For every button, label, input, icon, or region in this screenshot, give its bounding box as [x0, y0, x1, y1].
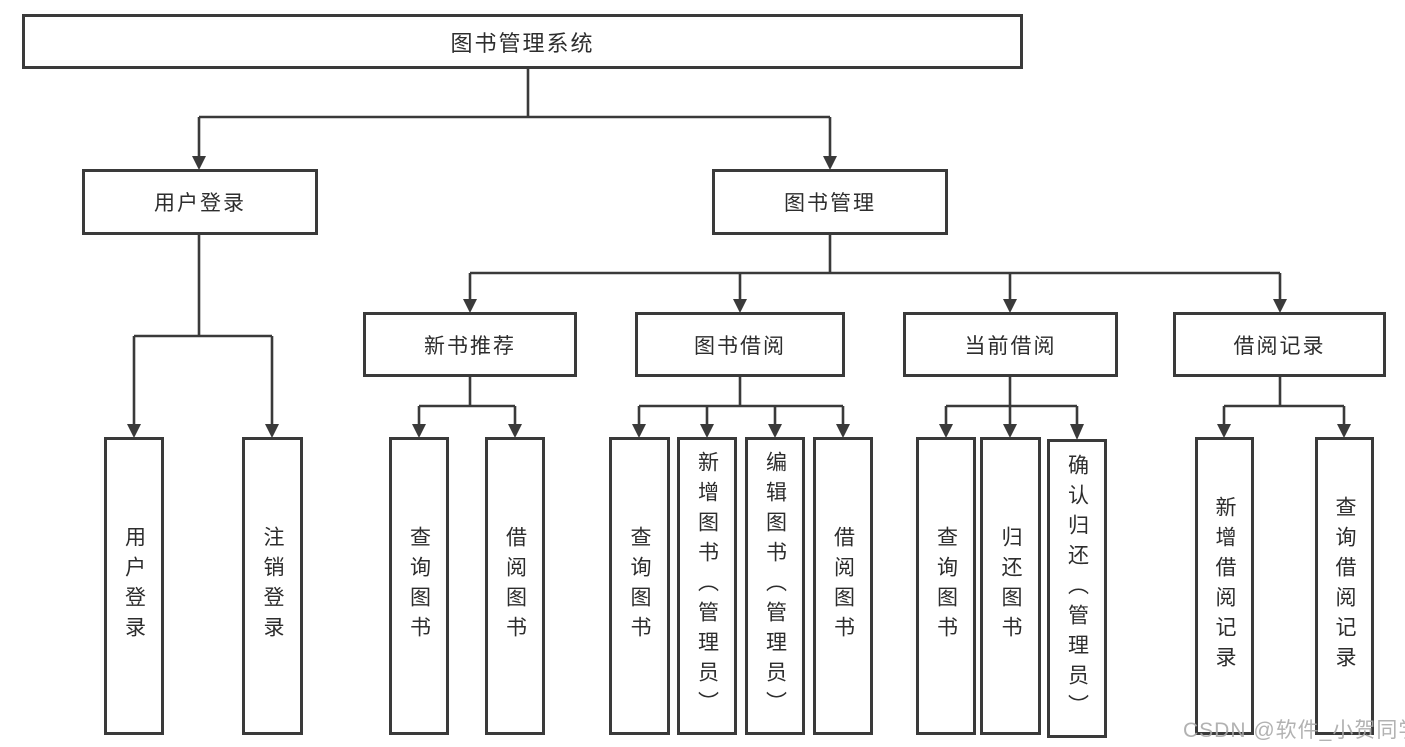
- node-new-book-recommend: 新书推荐: [363, 312, 577, 377]
- leaf-records-add-record-label: 新增借阅记录: [1213, 496, 1236, 676]
- leaf-records-add-record: 新增借阅记录: [1195, 437, 1254, 735]
- leaf-current-query-books-label: 查询图书: [934, 526, 958, 646]
- node-root-label: 图书管理系统: [450, 30, 595, 56]
- leaf-borrow-edit-books-admin-label: 编辑图书（管理员）: [763, 451, 787, 721]
- leaf-current-query-books: 查询图书: [916, 437, 976, 735]
- node-book-borrowing: 图书借阅: [635, 312, 845, 377]
- leaf-records-query-record-label: 查询借阅记录: [1333, 496, 1356, 676]
- leaf-borrow-query-books-label: 查询图书: [628, 526, 651, 646]
- leaf-user-login: 用户登录: [104, 437, 164, 735]
- leaf-borrow-add-books-admin-label: 新增图书（管理员）: [695, 451, 719, 721]
- leaf-logout-label: 注销登录: [261, 526, 284, 646]
- leaf-current-confirm-return-admin: 确认归还（管理员）: [1047, 439, 1107, 738]
- leaf-current-confirm-return-admin-label: 确认归还（管理员）: [1065, 453, 1089, 724]
- node-book-management: 图书管理: [712, 169, 948, 235]
- node-new-book-recommend-label: 新书推荐: [424, 334, 516, 358]
- leaf-current-return-books-label: 归还图书: [999, 526, 1022, 646]
- leaf-borrow-add-books-admin: 新增图书（管理员）: [677, 437, 737, 735]
- leaf-current-return-books: 归还图书: [980, 437, 1041, 735]
- leaf-newrec-borrow-books-label: 借阅图书: [503, 526, 527, 646]
- leaf-logout: 注销登录: [242, 437, 303, 735]
- leaf-borrow-borrow-books-label: 借阅图书: [831, 526, 855, 646]
- node-current-borrowing: 当前借阅: [903, 312, 1118, 377]
- node-book-management-label: 图书管理: [784, 192, 876, 215]
- leaf-newrec-borrow-books: 借阅图书: [485, 437, 545, 735]
- node-book-borrowing-label: 图书借阅: [694, 334, 786, 358]
- leaf-borrow-edit-books-admin: 编辑图书（管理员）: [745, 437, 805, 735]
- node-current-borrowing-label: 当前借阅: [964, 334, 1057, 358]
- leaf-newrec-query-books: 查询图书: [389, 437, 449, 735]
- csdn-watermark: CSDN @软件_小贺同学: [1183, 719, 1405, 742]
- leaf-records-query-record: 查询借阅记录: [1315, 437, 1374, 735]
- node-root: 图书管理系统: [22, 14, 1023, 69]
- node-user-login: 用户登录: [82, 169, 318, 235]
- node-user-login-label: 用户登录: [154, 192, 246, 215]
- leaf-borrow-query-books: 查询图书: [609, 437, 670, 735]
- leaf-borrow-borrow-books: 借阅图书: [813, 437, 873, 735]
- node-borrowing-records-label: 借阅记录: [1233, 334, 1326, 358]
- leaf-newrec-query-books-label: 查询图书: [407, 526, 431, 646]
- node-borrowing-records: 借阅记录: [1173, 312, 1386, 377]
- leaf-user-login-label: 用户登录: [122, 526, 146, 646]
